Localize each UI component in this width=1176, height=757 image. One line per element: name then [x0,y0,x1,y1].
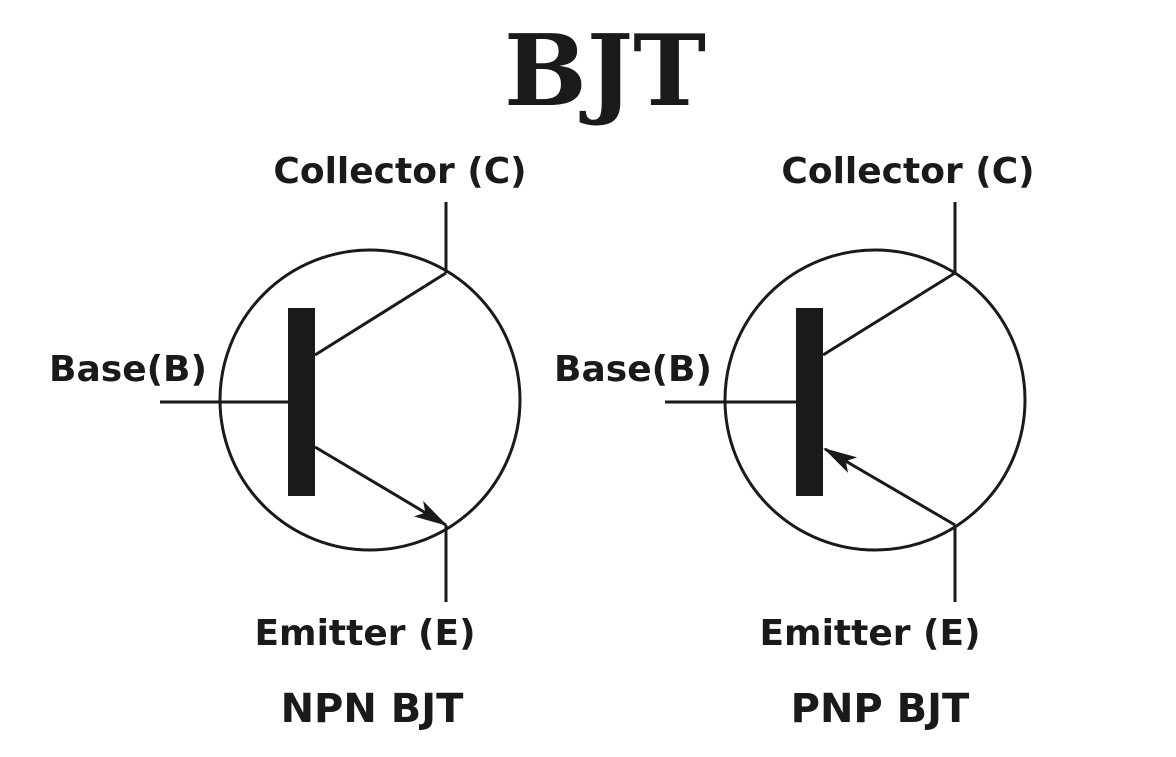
diagram-title: BJT [504,14,706,129]
pnp-caption: PNP BJT [791,686,970,732]
pnp-base-bar [796,308,823,496]
npn-base-bar [288,308,315,496]
npn-emitter-label: Emitter (E) [254,613,475,654]
pnp-base-label: Base(B) [554,349,712,390]
npn-collector-line [314,271,447,357]
pnp-collector-line [822,271,956,357]
pnp-transistor: Collector (C) Base(B) Emitter (E) PNP BJ… [554,151,1035,732]
npn-transistor: Collector (C) Base(B) Emitter (E) NPN BJ… [49,151,527,732]
pnp-collector-label: Collector (C) [781,151,1034,192]
npn-collector-label: Collector (C) [273,151,526,192]
npn-caption: NPN BJT [281,686,465,732]
pnp-emitter-label: Emitter (E) [759,613,980,654]
npn-base-label: Base(B) [49,349,207,390]
npn-envelope-circle [218,248,522,552]
pnp-envelope-circle [723,248,1027,552]
pnp-emitter-arrow [823,447,956,527]
npn-emitter-arrow [314,445,448,527]
